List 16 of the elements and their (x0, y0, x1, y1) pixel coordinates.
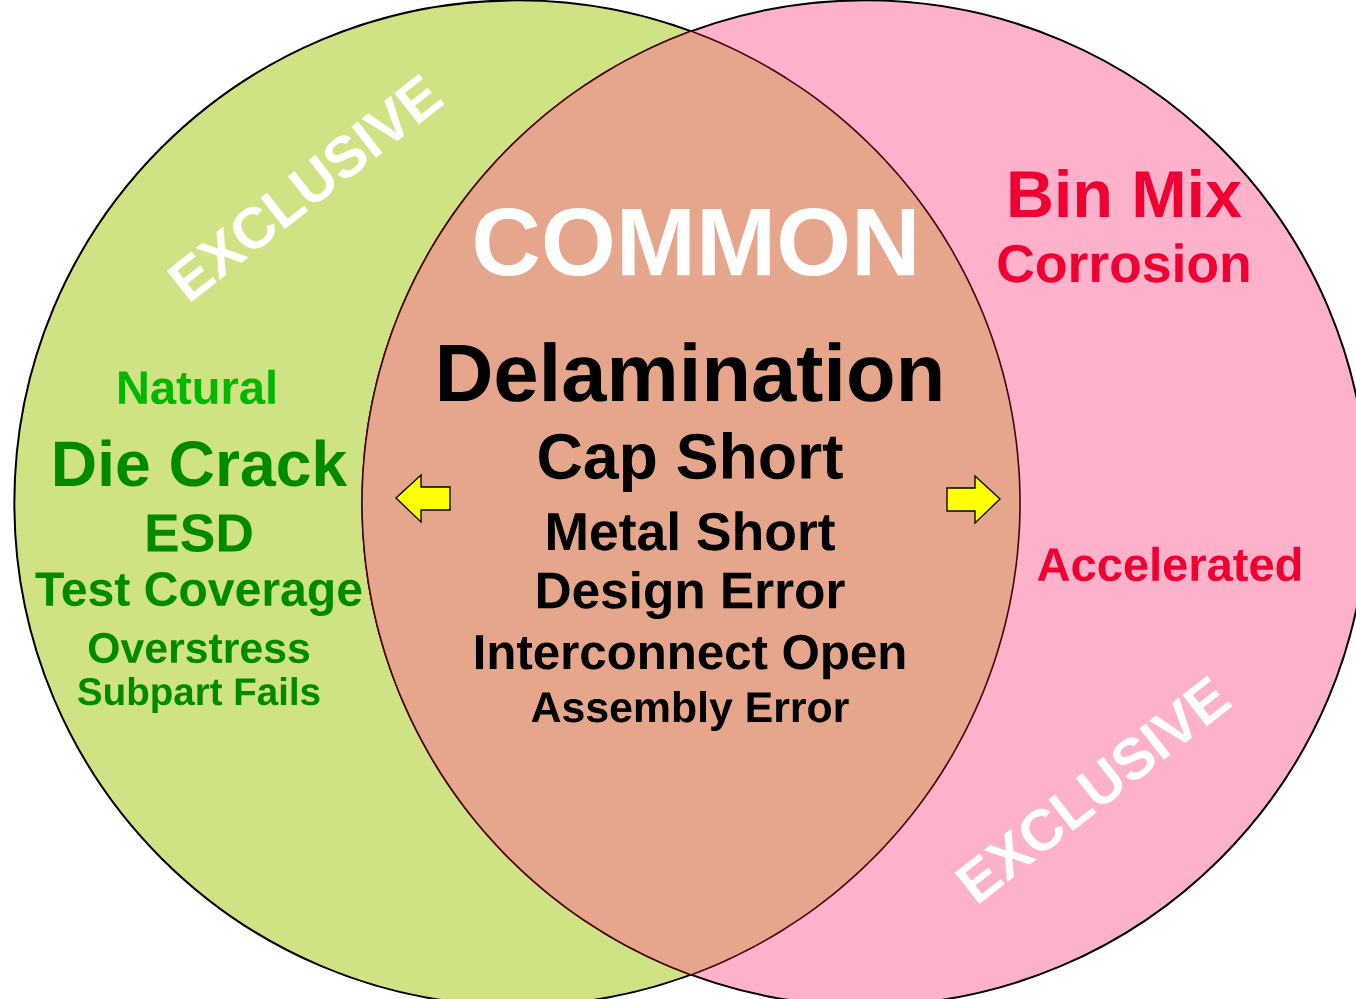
failure-mode-text: Overstress (88, 632, 310, 664)
failure-mode-text: Bin Mix (1010, 168, 1242, 218)
failure-mode-text: Cap Short (539, 432, 843, 492)
failure-mode-text: Assembly Error (531, 691, 849, 731)
failure-mode-text: Metal Short (548, 511, 835, 551)
failure-mode-text: Corrosion (998, 243, 1249, 283)
failure-mode-text: Subpart Fails (78, 677, 320, 713)
failure-mode-text: Design Error (537, 570, 845, 620)
region-label: COMMON (475, 207, 915, 277)
failure-mode-text: Test Coverage (35, 572, 362, 616)
failure-mode-text: Interconnect Open (475, 634, 905, 680)
region-label: Accelerated (1037, 546, 1301, 582)
region-label: Natural (119, 369, 275, 405)
failure-mode-text: Die Crack (55, 439, 348, 487)
failure-mode-text: Delamination (440, 342, 941, 402)
failure-mode-text: ESD (147, 514, 252, 552)
